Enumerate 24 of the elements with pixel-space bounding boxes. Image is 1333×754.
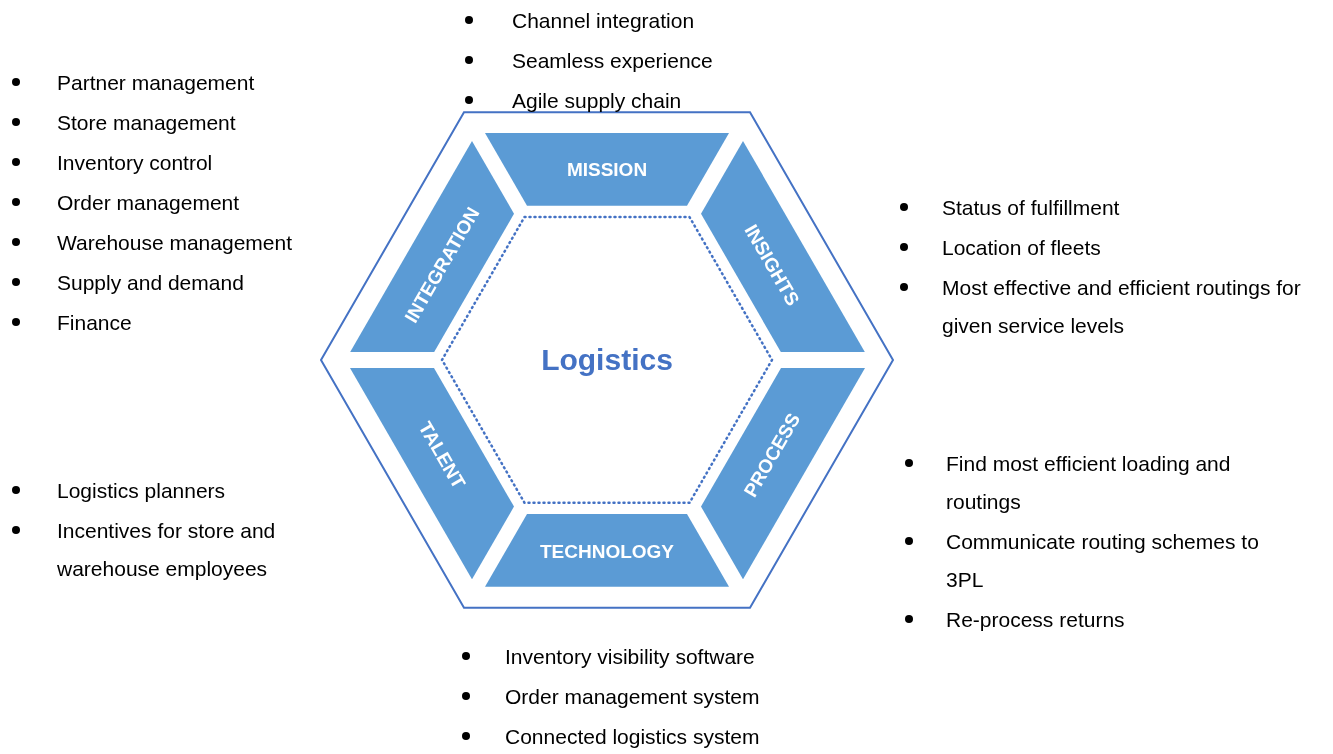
bullet-text: Incentives for store and warehouse employees	[57, 518, 277, 582]
bullet-text: Supply and demand	[57, 270, 245, 296]
bullet-text: Find most efficient loading and routings	[946, 451, 1232, 515]
bullet-text: Seamless experience	[512, 48, 714, 74]
bullet-text: Store management	[57, 110, 237, 136]
bullet-text: Agile supply chain	[512, 88, 683, 114]
bullet-text: Location of fleets	[942, 235, 1102, 261]
segment-label: TECHNOLOGY	[539, 541, 675, 560]
bullet-text: Status of fulfillment	[942, 195, 1121, 221]
bullet-text: Order management system	[505, 684, 761, 710]
bullet-text: Connected logistics system	[505, 724, 761, 750]
bullet-text: Channel integration	[512, 8, 696, 34]
bullet-text: Inventory visibility software	[505, 644, 756, 670]
bullet-text: Inventory control	[57, 150, 214, 176]
bullet-text: Communicate routing schemes to 3PL	[946, 529, 1260, 593]
bullet-text: Logistics planners	[57, 478, 227, 504]
segment-label: MISSION	[566, 159, 648, 179]
bullet-text: Most effective and efficient routings for given service levels	[942, 275, 1302, 339]
bullet-text: Order management	[57, 190, 241, 216]
bullet-text: Re-process returns	[946, 607, 1126, 633]
center-title: Logistics	[541, 345, 673, 375]
bullet-text: Partner management	[57, 70, 256, 96]
bullet-text: Warehouse management	[57, 230, 294, 256]
bullet-text: Finance	[57, 310, 133, 336]
